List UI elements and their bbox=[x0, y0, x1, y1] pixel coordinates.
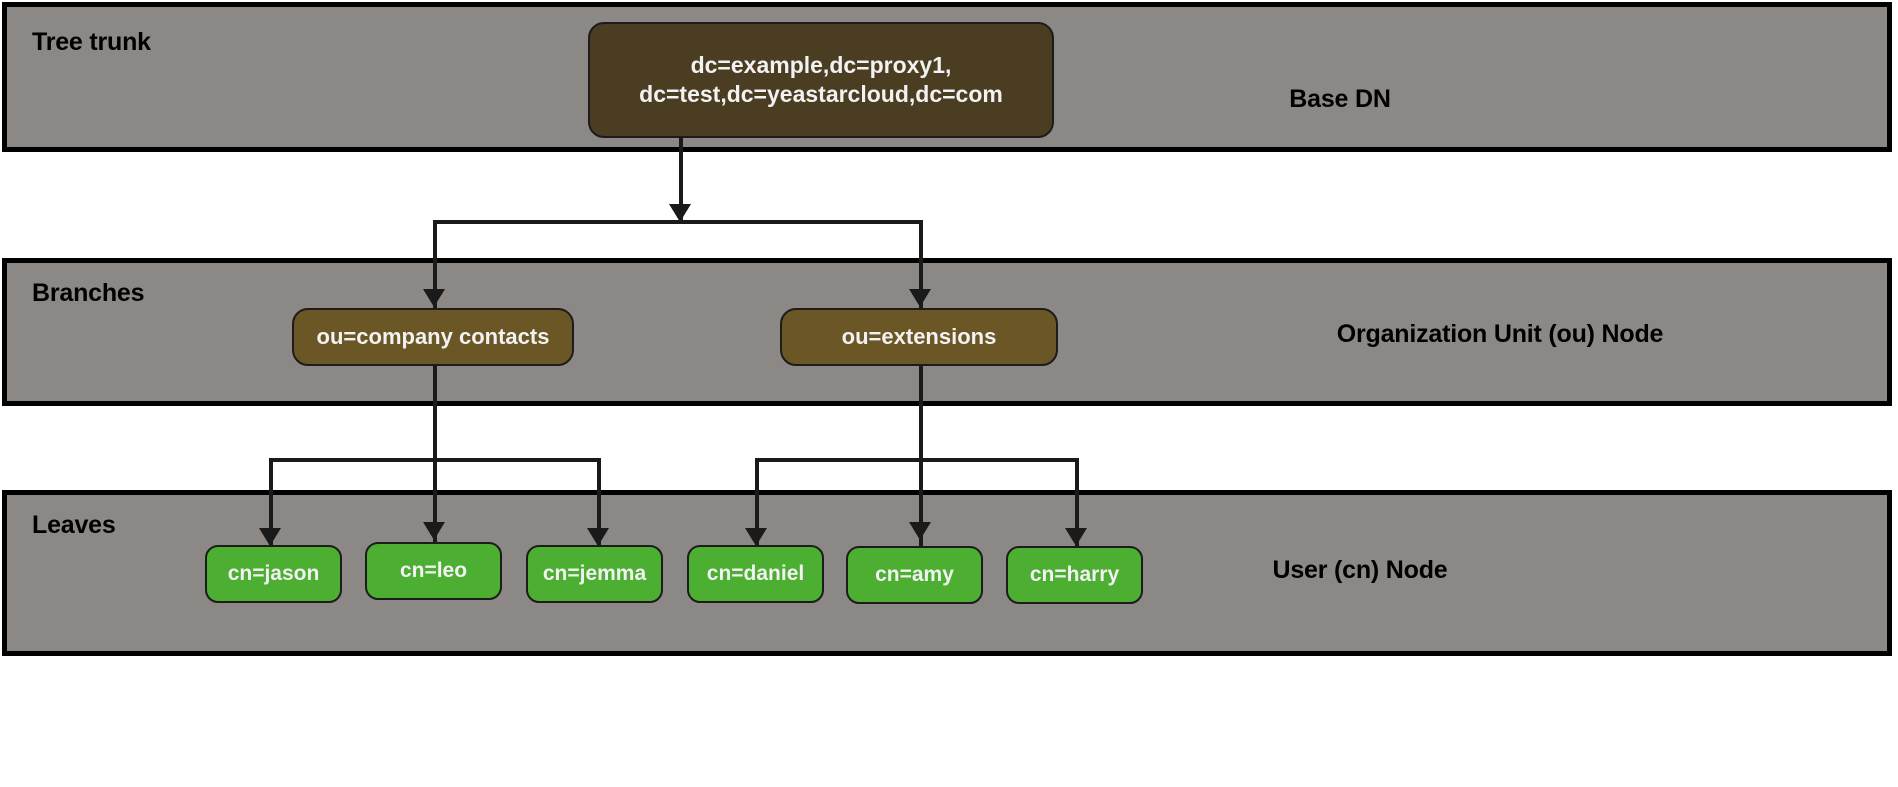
arrow-cn-leo bbox=[423, 522, 445, 540]
node-ou-company-contacts[interactable]: ou=company contacts bbox=[292, 308, 574, 366]
arrow-cn-jason bbox=[259, 528, 281, 546]
arrow-ou-company-contacts bbox=[423, 289, 445, 307]
node-cn-amy[interactable]: cn=amy bbox=[846, 546, 983, 604]
connector-root-stem bbox=[679, 138, 683, 224]
connector-leaf-drop-harry bbox=[1075, 458, 1079, 546]
arrow-root-down bbox=[669, 204, 691, 222]
arrow-ou-extensions bbox=[909, 289, 931, 307]
node-cn-jason[interactable]: cn=jason bbox=[205, 545, 342, 603]
node-cn-jemma[interactable]: cn=jemma bbox=[526, 545, 663, 603]
connector-leaf-drop-amy bbox=[919, 458, 923, 546]
tier-label-branches: Branches bbox=[32, 279, 145, 307]
node-ou-extensions[interactable]: ou=extensions bbox=[780, 308, 1058, 366]
node-cn-harry[interactable]: cn=harry bbox=[1006, 546, 1143, 604]
node-base-dn[interactable]: dc=example,dc=proxy1, dc=test,dc=yeastar… bbox=[588, 22, 1054, 138]
node-cn-daniel[interactable]: cn=daniel bbox=[687, 545, 824, 603]
arrow-cn-daniel bbox=[745, 528, 767, 546]
arrow-cn-jemma bbox=[587, 528, 609, 546]
node-cn-leo[interactable]: cn=leo bbox=[365, 542, 502, 600]
tier-label-leaves: Leaves bbox=[32, 511, 116, 539]
connector-ou-bus bbox=[433, 220, 923, 224]
role-label-user-cn: User (cn) Node bbox=[1272, 556, 1448, 584]
tier-label-tree-trunk: Tree trunk bbox=[32, 28, 151, 56]
connector-leaf-drop-leo bbox=[433, 458, 437, 546]
connector-into-ou-right bbox=[919, 258, 923, 308]
connector-leaf-drop-daniel bbox=[755, 458, 759, 546]
connector-ou-right-stem bbox=[919, 366, 923, 462]
connector-leaf-drop-jemma bbox=[597, 458, 601, 546]
connector-leaf-drop-jason bbox=[269, 458, 273, 546]
connector-ou-left-stem bbox=[433, 366, 437, 462]
arrow-cn-harry bbox=[1065, 528, 1087, 546]
role-label-organization-unit: Organization Unit (ou) Node bbox=[1336, 320, 1664, 348]
arrow-cn-amy bbox=[909, 522, 931, 540]
connector-into-ou-left bbox=[433, 258, 437, 308]
role-label-base-dn: Base DN bbox=[1289, 85, 1391, 113]
connector-leaf-bus-right bbox=[755, 458, 1079, 462]
